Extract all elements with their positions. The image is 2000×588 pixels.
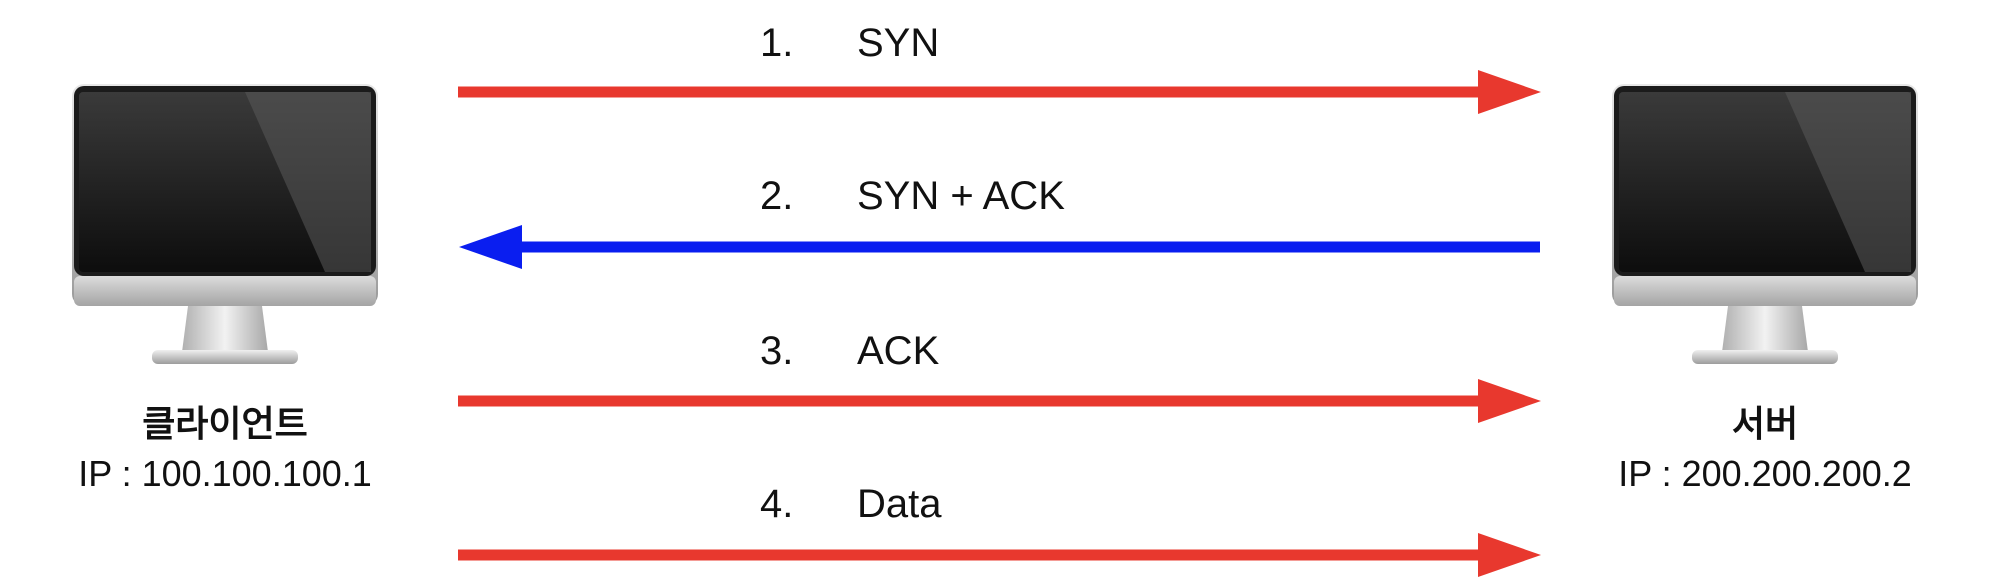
client-ip: IP : 100.100.100.1 bbox=[78, 453, 372, 494]
step-text: ACK bbox=[857, 329, 940, 373]
step-label-ack: 3. ACK bbox=[760, 328, 939, 374]
arrow-step-4 bbox=[458, 533, 1541, 577]
server-name: 서버 bbox=[1731, 403, 1799, 444]
arrow-step-1 bbox=[458, 70, 1541, 114]
server-ip: IP : 200.200.200.2 bbox=[1618, 453, 1912, 494]
step-label-syn: 1. SYN bbox=[760, 20, 939, 66]
step-number: 4. bbox=[760, 482, 794, 526]
step-label-data: 4. Data bbox=[760, 481, 942, 527]
step-text: SYN + ACK bbox=[857, 174, 1065, 218]
server-computer-icon bbox=[1610, 80, 1920, 380]
arrow-step-3 bbox=[458, 379, 1541, 423]
step-number: 3. bbox=[760, 329, 794, 373]
step-text: Data bbox=[857, 482, 942, 526]
step-number: 2. bbox=[760, 174, 794, 218]
step-label-syn-ack: 2. SYN + ACK bbox=[760, 173, 1065, 219]
step-number: 1. bbox=[760, 21, 794, 65]
client-name: 클라이언트 bbox=[142, 403, 308, 444]
step-text: SYN bbox=[857, 21, 940, 65]
client-computer-icon bbox=[70, 80, 380, 380]
arrow-step-2 bbox=[459, 225, 1540, 269]
